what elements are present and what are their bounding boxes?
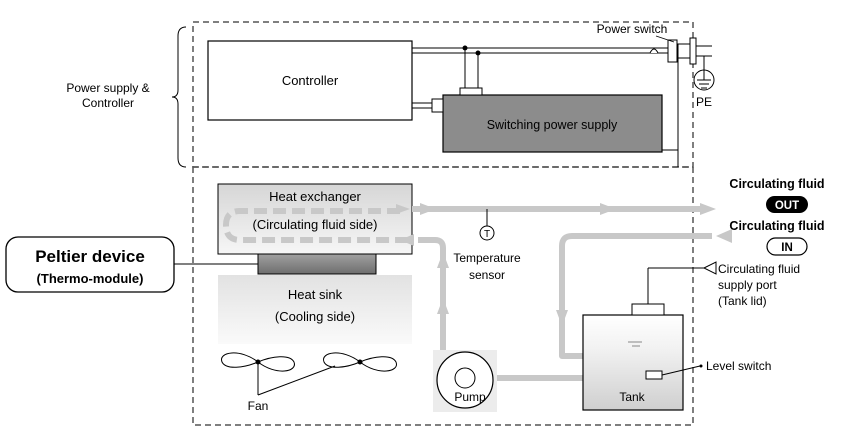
switching-power-supply-box: Switching power supply	[442, 94, 663, 153]
peltier-module	[257, 253, 377, 275]
power-wiring	[412, 45, 679, 167]
power-supply-controller-label-line1: Power supply &	[66, 81, 149, 95]
fan-leader-lines	[257, 364, 336, 396]
heat-sink: Heat sink (Cooling side)	[218, 275, 412, 344]
heat-exchanger-label-line2: (Circulating fluid side)	[253, 217, 378, 232]
power-switch	[667, 37, 712, 70]
peltier-label-box: Peltier device (Thermo-module)	[5, 236, 258, 293]
peltier-label-line2: (Thermo-module)	[37, 271, 144, 286]
level-switch-label: Level switch	[706, 359, 771, 373]
supply-port-arrow-icon	[702, 261, 717, 275]
heat-exchanger-label-line1: Heat exchanger	[269, 189, 361, 204]
controller-label: Controller	[282, 73, 339, 88]
supply-port-label-line2: supply port	[718, 278, 777, 292]
heat-sink-label-line2: (Cooling side)	[275, 309, 355, 324]
flow-arrows	[396, 203, 732, 384]
tank: Tank	[582, 267, 704, 411]
peltier-label-line1: Peltier device	[35, 247, 145, 266]
temperature-sensor-label-line1: Temperature	[453, 251, 521, 265]
power-supply-brace	[171, 26, 187, 168]
heat-exchanger: Heat exchanger (Circulating fluid side)	[217, 183, 413, 255]
temperature-sensor-label-line2: sensor	[469, 268, 505, 282]
fan-icon	[323, 352, 397, 372]
ground-icon	[693, 69, 715, 91]
power-supply-controller-label-line2: Controller	[82, 96, 134, 110]
controller-box: Controller	[207, 40, 413, 121]
temperature-symbol: T	[484, 229, 490, 240]
circulating-fluid-out-label: Circulating fluid	[729, 177, 824, 191]
temperature-sensor: T Temperature sensor	[453, 209, 521, 282]
fluid-flow-lines	[223, 206, 712, 381]
tank-label: Tank	[619, 390, 645, 404]
out-badge: OUT	[766, 196, 808, 213]
pe-label: PE	[696, 95, 712, 109]
in-badge: IN	[766, 237, 808, 256]
supply-port-label-line1: Circulating fluid	[718, 262, 800, 276]
switching-power-supply-label: Switching power supply	[487, 118, 618, 132]
fan-label: Fan	[248, 399, 269, 413]
pump-label: Pump	[454, 390, 486, 404]
heat-sink-label-line1: Heat sink	[288, 287, 343, 302]
fan-icon	[221, 352, 295, 372]
lower-enclosure	[192, 166, 694, 426]
out-badge-label: OUT	[775, 200, 799, 212]
in-badge-label: IN	[781, 242, 793, 254]
supply-port-label-line3: (Tank lid)	[718, 294, 767, 308]
pump: Pump	[433, 350, 497, 412]
power-switch-label: Power switch	[597, 22, 668, 36]
circulating-fluid-in-label: Circulating fluid	[729, 219, 824, 233]
